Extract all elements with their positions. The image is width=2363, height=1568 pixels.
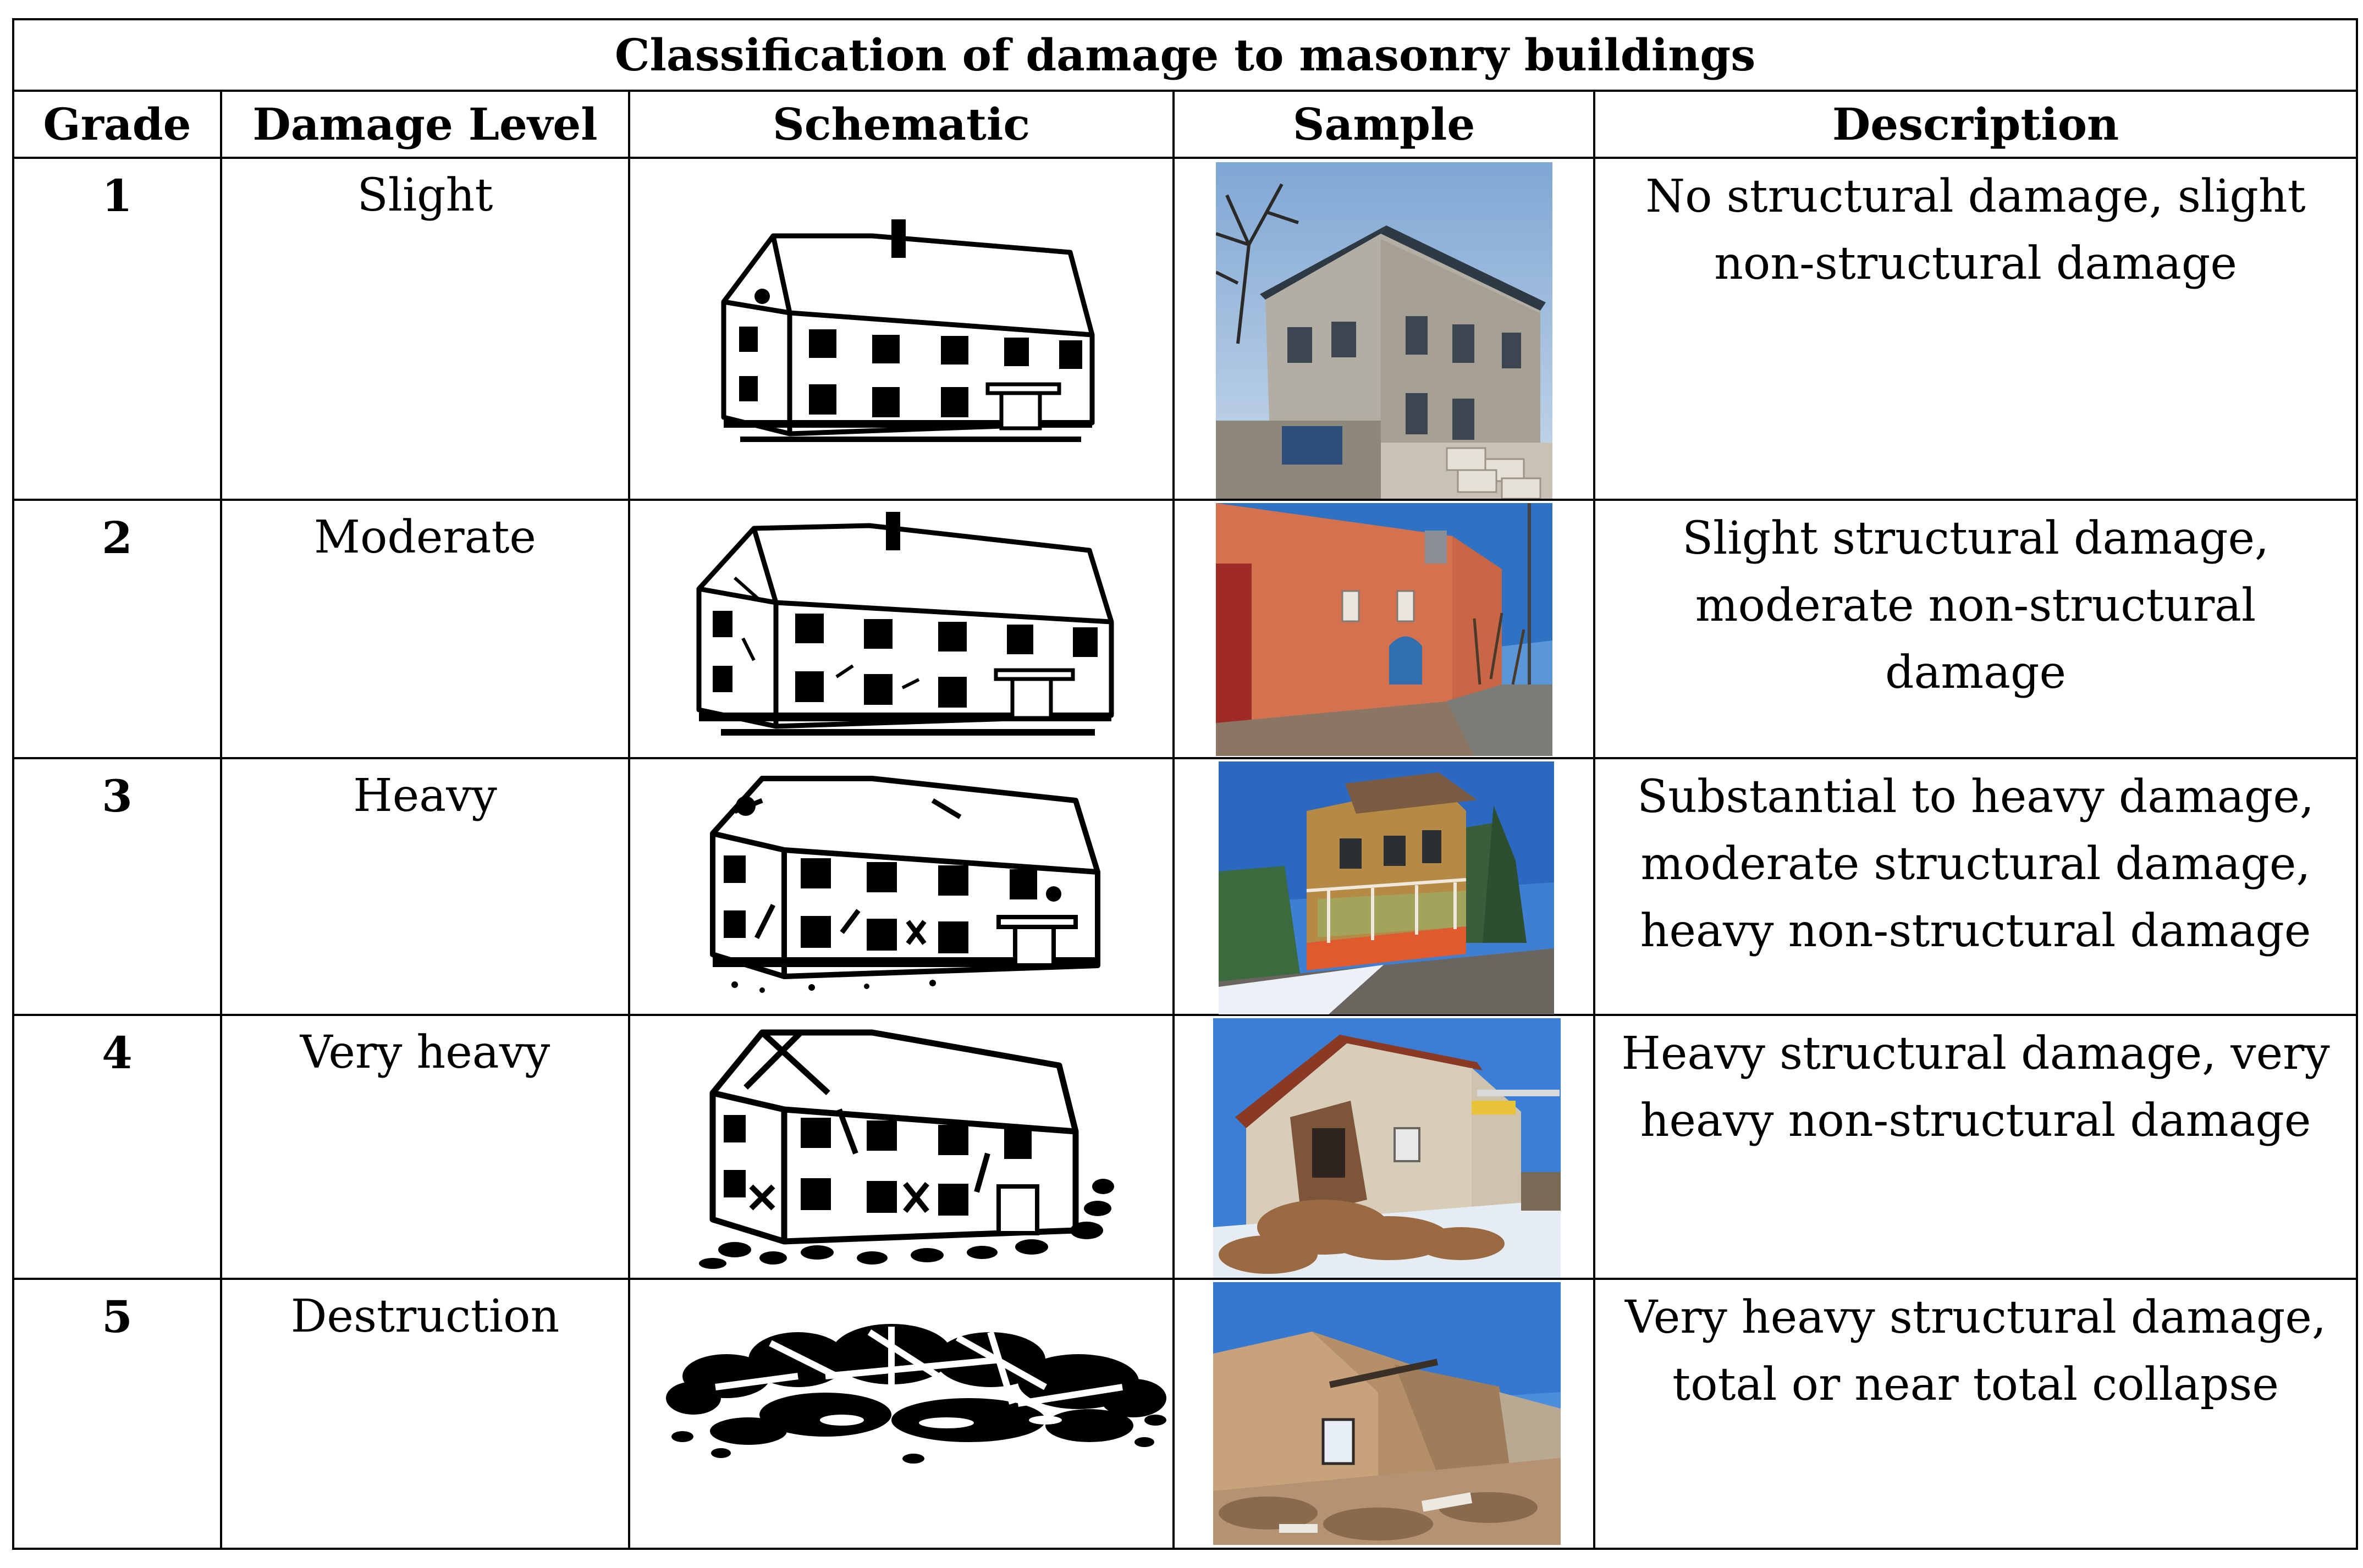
grade-cell: 3 (12, 757, 222, 1016)
table-title: Classification of damage to masonry buil… (12, 18, 2359, 92)
damage-classification-table: Classification of damage to masonry buil… (12, 18, 2359, 1550)
damage-level-cell: Slight (220, 157, 630, 501)
damage-level-cell: Destruction (220, 1278, 630, 1550)
damage-level-cell: Very heavy (220, 1014, 630, 1280)
table-row: 2 Moderate (12, 499, 2359, 759)
grade-cell: 4 (12, 1014, 222, 1280)
description-cell: Heavy structural damage, very heavy non-… (1593, 1014, 2359, 1280)
table-row: 5 Destruction (12, 1278, 2359, 1550)
header-schematic: Schematic (628, 90, 1175, 159)
schematic-building-very-heavy (699, 1029, 1114, 1269)
description-cell: Substantial to heavy damage, moderate st… (1593, 757, 2359, 1016)
sample-photo-cell (1172, 1278, 1595, 1550)
description-cell: Very heavy structural damage, total or n… (1593, 1278, 2359, 1550)
header-grade: Grade (12, 90, 222, 159)
grade-cell: 1 (12, 157, 222, 501)
header-damage-level: Damage Level (220, 90, 630, 159)
schematic-cell (628, 1014, 1175, 1280)
header-sample: Sample (1172, 90, 1595, 159)
schematic-cell (628, 757, 1175, 1016)
schematic-building-heavy (710, 776, 1100, 993)
table-row: 4 Very heavy (12, 1014, 2359, 1280)
description-cell: Slight structural damage, moderate non-s… (1593, 499, 2359, 759)
grade-cell: 2 (12, 499, 222, 759)
table-row: 1 Slight (12, 157, 2359, 501)
sample-photo-heavy (1219, 761, 1554, 1014)
sample-photo-destruction (1213, 1282, 1561, 1545)
schematic-building-moderate (696, 512, 1114, 736)
schematic-cell (628, 499, 1175, 759)
damage-level-cell: Heavy (220, 757, 630, 1016)
damage-level-cell: Moderate (220, 499, 630, 759)
sample-photo-cell (1172, 1014, 1595, 1280)
schematic-building-slight (721, 219, 1095, 442)
sample-photo-moderate (1216, 503, 1552, 756)
description-cell: No structural damage, slight non-structu… (1593, 157, 2359, 501)
sample-photo-cell (1172, 757, 1595, 1016)
sample-photo-cell (1172, 157, 1595, 501)
sample-photo-slight (1216, 162, 1552, 499)
schematic-cell (628, 157, 1175, 501)
header-description: Description (1593, 90, 2359, 159)
table-row: 3 Heavy (12, 757, 2359, 1016)
sample-photo-very-heavy (1213, 1018, 1561, 1278)
grade-cell: 5 (12, 1278, 222, 1550)
schematic-building-destruction (666, 1324, 1166, 1464)
sample-photo-cell (1172, 499, 1595, 759)
schematic-cell (628, 1278, 1175, 1550)
